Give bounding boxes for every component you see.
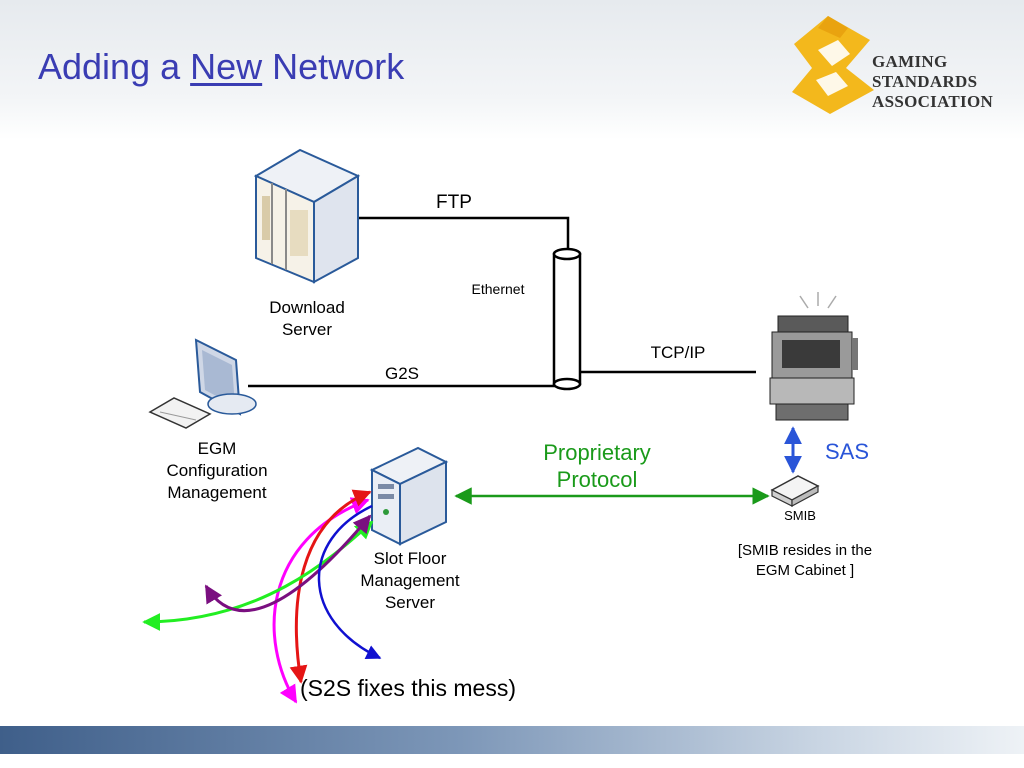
logo-text: GAMING STANDARDS ASSOCIATION: [872, 52, 994, 111]
green-arrow: [142, 520, 374, 631]
tcpip-label: TCP/IP: [650, 343, 706, 362]
sas-label: SAS: [824, 439, 870, 464]
blue-arrow: [317, 504, 382, 660]
desktop-computer-icon: [148, 338, 257, 429]
ftp-label: FTP: [436, 192, 472, 213]
purple-arrow: [204, 514, 372, 613]
slot-machine-icon: [756, 292, 886, 428]
server-icon: [369, 446, 449, 546]
smib-label: SMIB: [784, 508, 816, 523]
header-band: Adding a New Network GAMING STANDARDS AS…: [0, 0, 1024, 140]
title-emphasis: New: [190, 46, 263, 87]
ethernet-pipe-icon: [552, 247, 582, 391]
s2s-note: (S2S fixes this mess): [300, 675, 516, 701]
ethernet-label: Ethernet: [471, 281, 525, 297]
gsa-logo-icon: [792, 16, 874, 114]
smib-box-icon: [770, 475, 820, 508]
slide-title: Adding a New Network: [38, 46, 405, 87]
g2s-label: G2S: [384, 364, 420, 383]
ftp-link: [358, 216, 570, 250]
footer-band: [0, 726, 1024, 754]
server-tower-icon: [253, 148, 361, 284]
